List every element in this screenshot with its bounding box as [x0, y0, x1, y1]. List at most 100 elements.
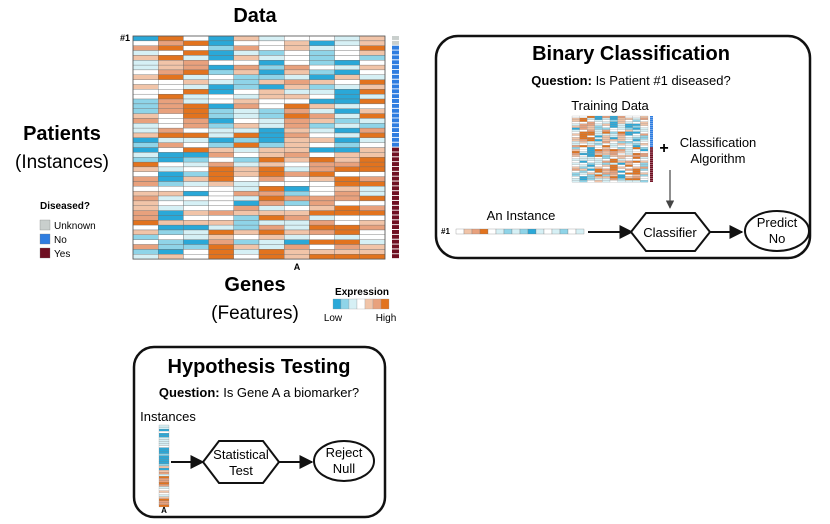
heatmap-cell	[158, 89, 184, 95]
heatmap-cell	[334, 45, 360, 51]
heatmap-cell	[359, 195, 386, 202]
training-cell	[625, 172, 633, 175]
heatmap-cell	[258, 205, 285, 211]
heatmap-cell	[183, 171, 209, 177]
heatmap-cell	[359, 98, 386, 105]
heatmap-cell	[359, 35, 386, 42]
heatmap-cell	[158, 123, 184, 129]
training-cell	[594, 139, 603, 142]
training-cell	[579, 174, 588, 177]
reject-null-label-line1: Reject	[326, 445, 363, 460]
training-cell	[609, 170, 618, 173]
heatmap-cell	[233, 69, 260, 75]
heatmap-cell	[359, 60, 386, 66]
heatmap-cell	[183, 254, 209, 260]
heatmap-cell	[233, 123, 260, 129]
instance-cell	[495, 228, 505, 235]
heatmap-cell	[208, 186, 234, 192]
heatmap-cell	[208, 94, 234, 100]
gene-column-cell	[158, 455, 170, 458]
training-cell	[571, 158, 580, 161]
heatmap-cell	[334, 113, 360, 119]
heatmap-cell	[334, 147, 360, 153]
training-cell	[571, 143, 580, 146]
training-status-cell	[650, 135, 653, 138]
training-cell	[640, 143, 649, 146]
heatmap-cell	[334, 60, 360, 66]
heatmap-cell	[359, 50, 386, 56]
heatmap-cell	[208, 64, 234, 71]
training-cell	[625, 127, 633, 130]
heatmap-cell	[309, 152, 335, 158]
training-cell	[625, 125, 633, 128]
heatmap-cell	[132, 142, 159, 148]
training-cell	[579, 115, 588, 119]
status-cell	[392, 220, 399, 225]
heatmap-cell	[183, 60, 209, 66]
heatmap-cell	[208, 166, 234, 172]
training-status-cell	[650, 121, 653, 124]
heatmap-cell	[132, 152, 159, 158]
training-cell	[571, 137, 580, 140]
heatmap-cell	[132, 181, 159, 187]
training-cell	[617, 115, 626, 119]
heatmap-cell	[208, 210, 234, 216]
heatmap-cell	[258, 239, 285, 245]
heatmap-cell	[284, 191, 310, 197]
training-cell	[594, 168, 603, 171]
heatmap-cell	[359, 64, 386, 71]
heatmap-cell	[233, 220, 260, 226]
heatmap-cell	[158, 152, 184, 158]
heatmap-cell	[284, 89, 310, 95]
training-cell	[640, 172, 649, 175]
heatmap-cell	[132, 234, 159, 240]
training-cell	[625, 137, 633, 140]
status-cell	[392, 40, 399, 45]
rows-sublabel: (Instances)	[15, 152, 109, 173]
training-status-cell	[650, 151, 653, 153]
training-cell	[617, 141, 626, 144]
training-cell	[594, 156, 603, 159]
heatmap-cell	[132, 79, 159, 85]
status-cell	[392, 171, 399, 176]
heatmap-cell	[359, 220, 386, 226]
heatmap-cell	[233, 210, 260, 216]
heatmap-cell	[258, 181, 285, 187]
prediction-label-line2: No	[769, 231, 786, 246]
heatmap-cell	[208, 147, 234, 153]
heatmap-cell	[183, 157, 209, 163]
status-cell	[392, 142, 399, 147]
legend-label-unknown: Unknown	[54, 221, 96, 232]
columns-sublabel: (Features)	[211, 303, 299, 324]
heatmap-cell	[183, 176, 209, 182]
heatmap-cell	[183, 89, 209, 95]
heatmap-cell	[233, 244, 260, 250]
heatmap-cell	[132, 224, 159, 231]
heatmap-cell	[208, 254, 234, 260]
heatmap-cell	[258, 113, 285, 119]
training-cell	[625, 153, 633, 156]
training-cell	[617, 121, 626, 124]
training-cell	[609, 149, 618, 152]
status-cell	[392, 191, 399, 196]
training-status-cell	[650, 127, 653, 130]
training-cell	[594, 164, 603, 167]
training-cell	[571, 119, 580, 122]
heatmap-cell	[309, 137, 335, 143]
heatmap-cell	[132, 60, 159, 66]
instance-cell	[471, 228, 481, 235]
training-cell	[632, 133, 641, 136]
heatmap-cell	[183, 45, 209, 51]
heatmap-cell	[334, 127, 360, 134]
training-cell	[571, 153, 580, 156]
heatmap-cell	[359, 108, 386, 114]
status-cell	[392, 108, 399, 113]
heatmap-cell	[334, 220, 360, 226]
heatmap-cell	[284, 40, 310, 46]
training-cell	[571, 129, 580, 132]
heatmap-cell	[233, 84, 260, 90]
heatmap-cell	[183, 191, 209, 197]
training-cell	[594, 131, 603, 134]
heatmap-cell	[334, 244, 360, 250]
training-cell	[594, 158, 603, 161]
